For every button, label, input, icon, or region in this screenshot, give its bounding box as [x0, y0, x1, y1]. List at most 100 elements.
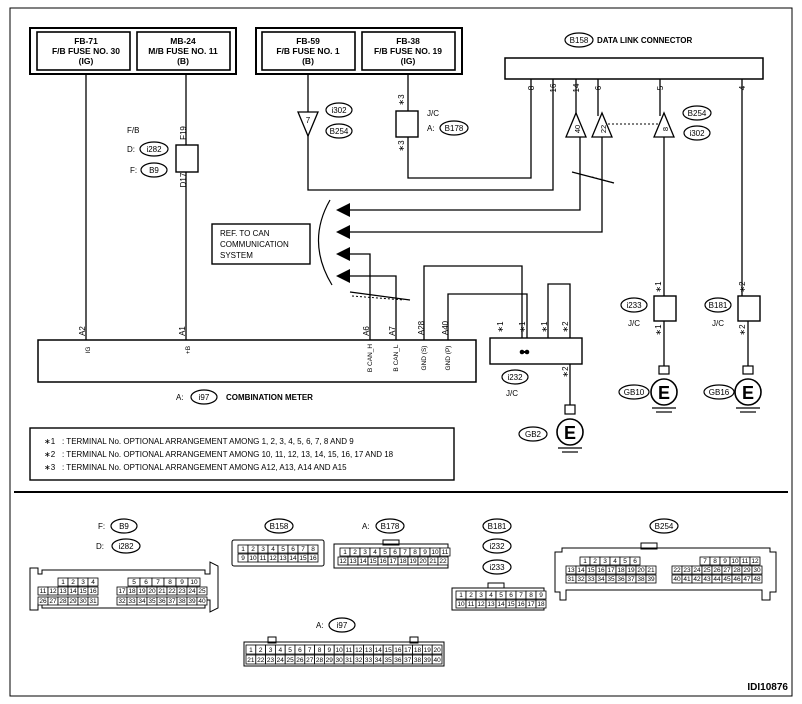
pin-number: 2 [259, 647, 263, 654]
pin-number: 15 [587, 567, 595, 574]
pin-number: 1 [249, 647, 253, 654]
meter-pin: A6 [362, 326, 371, 336]
pin-number: 41 [683, 576, 691, 583]
pin-number: 8 [413, 549, 417, 556]
connector-code: i232 [507, 373, 523, 382]
pin-number: 5 [499, 592, 503, 599]
note-mark: ∗1 [44, 437, 56, 446]
star-label: ∗1 [654, 281, 663, 293]
connector-code: B178 [445, 124, 464, 133]
can-ref-line: SYSTEM [220, 251, 253, 260]
pin-number: 19 [409, 558, 417, 565]
pin-number: 36 [158, 598, 166, 605]
pin-number: 34 [138, 598, 146, 605]
pin-number: 28 [733, 567, 741, 574]
meter-pin-name: B CAN_H [367, 344, 374, 372]
pin-number: 37 [404, 657, 412, 664]
pin-number: 6 [509, 592, 513, 599]
pin-number: 12 [269, 555, 277, 562]
note-text: : TERMINAL No. OPTIONAL ARRANGEMENT AMON… [62, 437, 354, 446]
pin-number: 22 [673, 567, 681, 574]
pin-number: 29 [743, 567, 751, 574]
pin-number: 8 [318, 647, 322, 654]
connector-code: i282 [146, 145, 162, 154]
connector-code: i232 [489, 542, 505, 551]
pin-number: 40 [198, 598, 206, 605]
pin-number: 17 [389, 558, 397, 565]
f-prefix: F: [130, 166, 137, 175]
pin-number: 31 [89, 598, 97, 605]
connector-code: i97 [337, 621, 348, 630]
pin-number: 11 [468, 601, 475, 608]
star-label: ∗2 [738, 324, 747, 336]
pin-number: 45 [723, 576, 731, 583]
pin-number: 39 [647, 576, 655, 583]
pin-number: 20 [433, 647, 441, 654]
f-prefix: F: [98, 522, 105, 531]
pin-number: 2 [71, 579, 75, 586]
pin-number: 17 [118, 588, 126, 595]
pin-number: 5 [623, 558, 627, 565]
star-label: ∗3 [397, 94, 406, 106]
pin-number: 10 [457, 601, 465, 608]
pin-cell [629, 556, 641, 566]
pin-number: 35 [607, 576, 615, 583]
pin-number: 5 [281, 546, 285, 553]
connector-code: i97 [199, 393, 210, 402]
connector-code: i302 [331, 106, 347, 115]
pin-number: 39 [424, 657, 432, 664]
pin-number: 11 [346, 647, 353, 654]
pin-number: 2 [469, 592, 473, 599]
a-prefix: A: [316, 621, 324, 630]
pin-number: 18 [414, 647, 422, 654]
connector-i302-b254-pin: 7 i302 B254 [297, 102, 353, 139]
pin-cell [196, 586, 208, 596]
a-prefix: A: [176, 393, 184, 402]
ground-icon: E [742, 383, 754, 403]
pin-number: 23 [178, 588, 186, 595]
pin-cell [439, 547, 451, 557]
pin-number: 1 [459, 592, 463, 599]
connector-face-labels: F: B9 D: i282 B158 A: B178 B181 i232 i23… [96, 518, 679, 633]
pin-number: 7 [703, 558, 707, 565]
pin-number: 15 [507, 601, 515, 608]
pin-number: 24 [188, 588, 196, 595]
pin-number: 34 [375, 657, 383, 664]
connector-code: B181 [709, 301, 728, 310]
pin-number: 6 [393, 549, 397, 556]
pin-number: 10 [249, 555, 257, 562]
pin-number: 8 [529, 592, 533, 599]
jc-label: J/C [628, 319, 640, 328]
fuse-name: F/B FUSE NO. 19 [374, 46, 442, 56]
pin-cell [307, 544, 319, 554]
pin-number: 9 [180, 579, 184, 586]
pin-number: 6 [291, 546, 295, 553]
pin-number: 44 [713, 576, 721, 583]
pin-number: 1 [241, 546, 245, 553]
ground-icon: E [564, 423, 576, 443]
pin-number: 7 [301, 546, 305, 553]
pin-number: 22 [168, 588, 176, 595]
pin-number: 30 [79, 598, 87, 605]
pin-number: 13 [365, 647, 373, 654]
pin-number: 20 [419, 558, 427, 565]
pin-number: 7 [403, 549, 407, 556]
pin-number: 27 [723, 567, 731, 574]
connector-code: B178 [381, 522, 400, 531]
pin-number: 36 [617, 576, 625, 583]
pin-cell [645, 574, 657, 584]
pin-number: 3 [261, 546, 265, 553]
ground-gb10: E GB10 [618, 365, 678, 413]
pin-number: 23 [683, 567, 691, 574]
note-mark: ∗2 [44, 450, 56, 459]
can-ref-line: REF. TO CAN [220, 229, 270, 238]
can-reference: REF. TO CAN COMMUNICATION SYSTEM [211, 199, 350, 286]
pin-cell [87, 586, 99, 596]
pin-number: 12 [751, 558, 759, 565]
twist-markers [349, 123, 660, 301]
pin-number: 4 [278, 647, 282, 654]
pin-number: 35 [148, 598, 156, 605]
pin-number: 13 [59, 588, 67, 595]
pin-number: 27 [306, 657, 314, 664]
